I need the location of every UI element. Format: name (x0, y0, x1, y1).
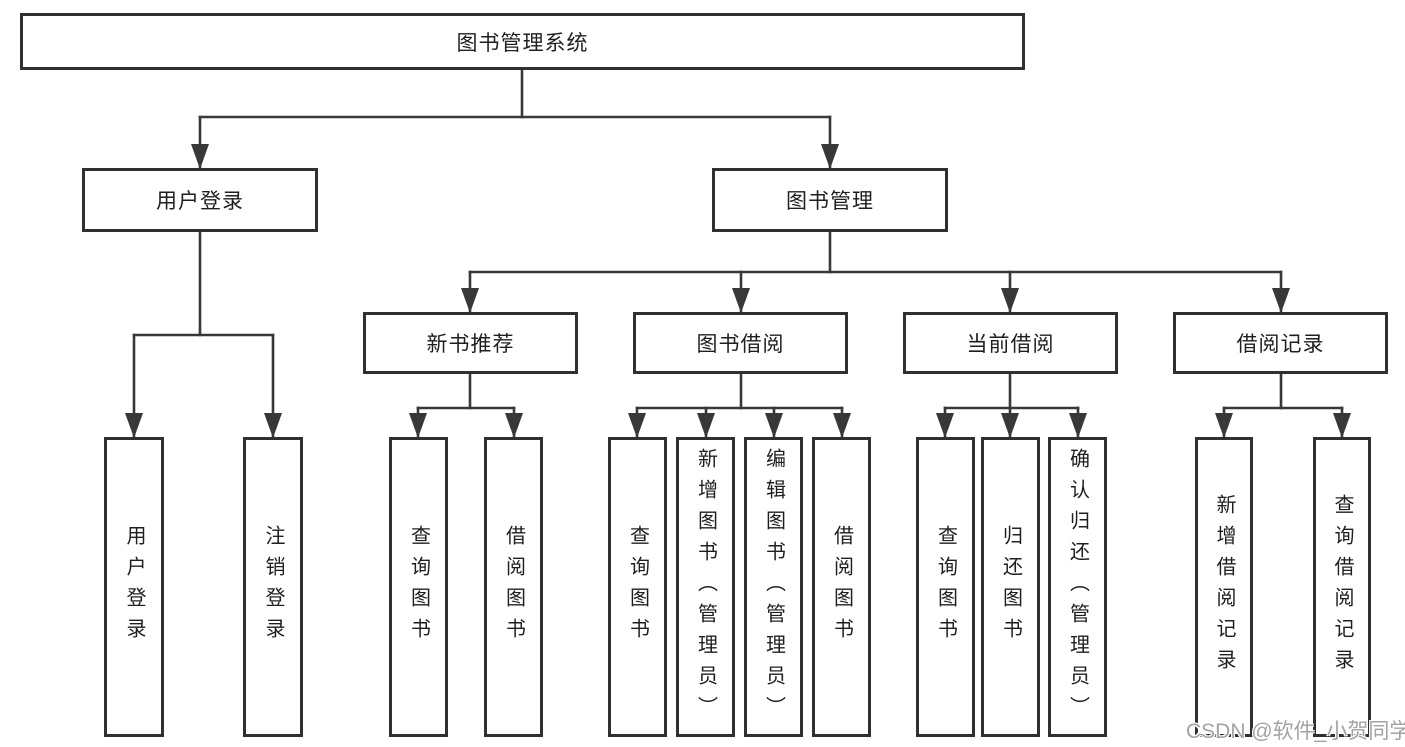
leaf-add-book-admin: 新增图书（管理员） (676, 437, 735, 737)
leaf-query-books-borrow: 查询图书 (608, 437, 667, 737)
leaf-borrow-books: 借阅图书 (812, 437, 871, 737)
node-label: 查询图书 (407, 525, 430, 649)
node-label: 当前借阅 (966, 333, 1055, 356)
node-label: 查询图书 (626, 525, 649, 649)
leaf-query-books-current: 查询图书 (916, 437, 975, 737)
node-label: 新书推荐 (426, 333, 515, 356)
node-label: 图书管理系统 (456, 31, 589, 55)
node-label: 图书管理 (786, 190, 874, 213)
node-label: 注销登录 (262, 525, 284, 649)
node-book-management: 图书管理 (712, 168, 948, 232)
node-current-borrow: 当前借阅 (903, 312, 1118, 374)
node-user-login: 用户登录 (82, 168, 318, 232)
node-label: 新增借阅记录 (1213, 494, 1235, 680)
node-borrow-records: 借阅记录 (1173, 312, 1388, 374)
node-label: 归还图书 (999, 525, 1022, 649)
leaf-add-borrow-record: 新增借阅记录 (1195, 437, 1253, 737)
node-label: 确认归还（管理员） (1066, 447, 1089, 727)
leaf-query-borrow-record: 查询借阅记录 (1313, 437, 1371, 737)
leaf-borrow-books-recommend: 借阅图书 (484, 437, 543, 737)
leaf-edit-book-admin: 编辑图书（管理员） (744, 437, 803, 737)
node-label: 用户登录 (123, 525, 145, 649)
node-label: 查询借阅记录 (1331, 494, 1353, 680)
node-label: 借阅图书 (830, 525, 853, 649)
leaf-confirm-return-admin: 确认归还（管理员） (1048, 437, 1107, 737)
node-label: 编辑图书（管理员） (762, 447, 785, 727)
node-label: 借阅图书 (502, 525, 525, 649)
node-label: 用户登录 (156, 190, 244, 213)
leaf-user-login: 用户登录 (104, 437, 164, 737)
leaf-return-book: 归还图书 (981, 437, 1040, 737)
watermark-text: CSDN @软件_小贺同学 (1186, 720, 1405, 743)
node-library-management-system: 图书管理系统 (20, 13, 1025, 70)
leaf-query-books-recommend: 查询图书 (389, 437, 448, 737)
leaf-logout: 注销登录 (243, 437, 303, 737)
node-book-borrow: 图书借阅 (633, 312, 848, 374)
node-label: 查询图书 (934, 525, 957, 649)
node-label: 图书借阅 (696, 333, 785, 356)
node-label: 新增图书（管理员） (694, 447, 717, 727)
node-label: 借阅记录 (1236, 333, 1325, 356)
node-new-book-recommend: 新书推荐 (363, 312, 578, 374)
